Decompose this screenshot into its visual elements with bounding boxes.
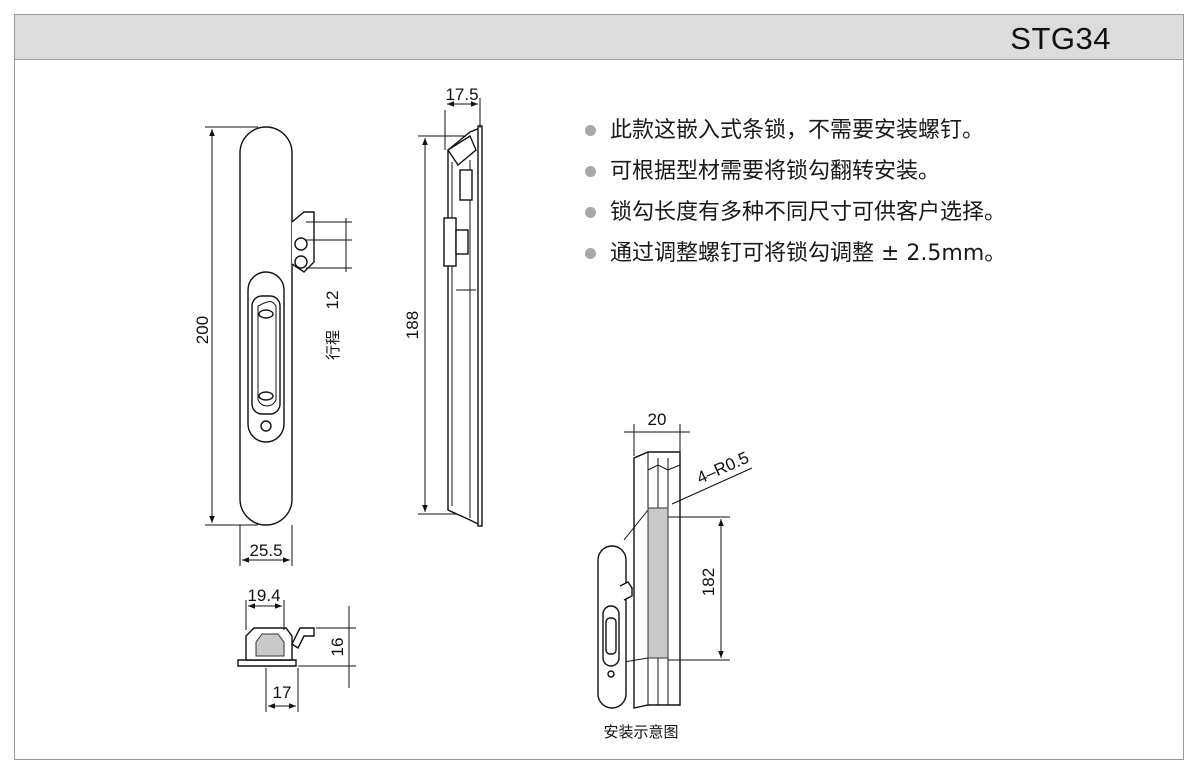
front-view: 200 25.5 12 行程 [193,126,352,566]
install-diagram: 20 4–R0.5 182 安装示意图 [597,410,753,741]
profile-top [647,464,681,471]
screw-hole [260,420,272,432]
dim-side-width: 17.5 [445,85,478,104]
grip-bottom [258,391,274,401]
feature-text: 通过调整螺钉可将锁勾调整 ± 2.5mm。 [610,240,1007,266]
side-detail [459,169,473,201]
bullet-icon [585,248,596,259]
bottom-base [237,659,297,667]
side-hook-block [455,229,469,255]
dim-stroke-value: 12 [323,291,342,310]
leader-line [671,467,753,505]
dim-height-total: 200 [193,316,212,344]
install-lock-grip [605,617,617,655]
bottom-view: 19.4 16 17 [237,586,356,712]
slide-handle [251,295,281,415]
side-hook [443,217,457,267]
dim-install-radius: 4–R0.5 [694,448,752,488]
bullet-icon [585,166,596,177]
hook-pin [294,237,308,251]
bottom-hook [291,627,315,650]
dim-bottom-width: 19.4 [247,586,280,605]
feature-item: 锁勾长度有多种不同尺寸可供客户选择。 [585,192,1006,233]
side-plate [477,125,483,527]
feature-item: 可根据型材需要将锁勾翻转安装。 [585,151,1006,192]
dim-side-height: 188 [403,311,422,339]
dim-bottom-height: 16 [328,638,347,657]
feature-text: 可根据型材需要将锁勾翻转安装。 [610,158,941,184]
model-number: STG34 [1010,21,1111,56]
feature-text: 锁勾长度有多种不同尺寸可供客户选择。 [610,199,1007,225]
handle-grip [257,301,277,407]
feature-item: 通过调整螺钉可将锁勾调整 ± 2.5mm。 [585,233,1006,274]
dim-width-front: 25.5 [249,541,282,560]
bullet-icon [585,207,596,218]
feature-list: 此款这嵌入式条锁，不需要安装螺钉。 可根据型材需要将锁勾翻转安装。 锁勾长度有多… [585,110,1006,274]
profile-slot [647,507,669,659]
dim-stroke-label: 行程 [324,330,342,360]
projection-line [623,657,649,663]
grip-top [258,309,274,319]
dim-bottom-base: 17 [273,683,292,702]
bottom-cavity [255,633,285,657]
feature-text: 此款这嵌入式条锁，不需要安装螺钉。 [610,117,985,143]
hook-pin [294,255,308,269]
install-screw-hole [607,670,615,678]
side-view: 17.5 188 [403,85,483,527]
bullet-icon [585,125,596,136]
side-cap [447,134,477,167]
feature-item: 此款这嵌入式条锁，不需要安装螺钉。 [585,110,1006,151]
install-lock-hook [619,581,633,601]
install-caption: 安装示意图 [603,723,678,741]
header-bar: STG34 [15,15,1183,60]
dim-install-width: 20 [648,410,667,429]
dim-install-height: 182 [699,568,718,596]
projection-line [623,509,649,541]
